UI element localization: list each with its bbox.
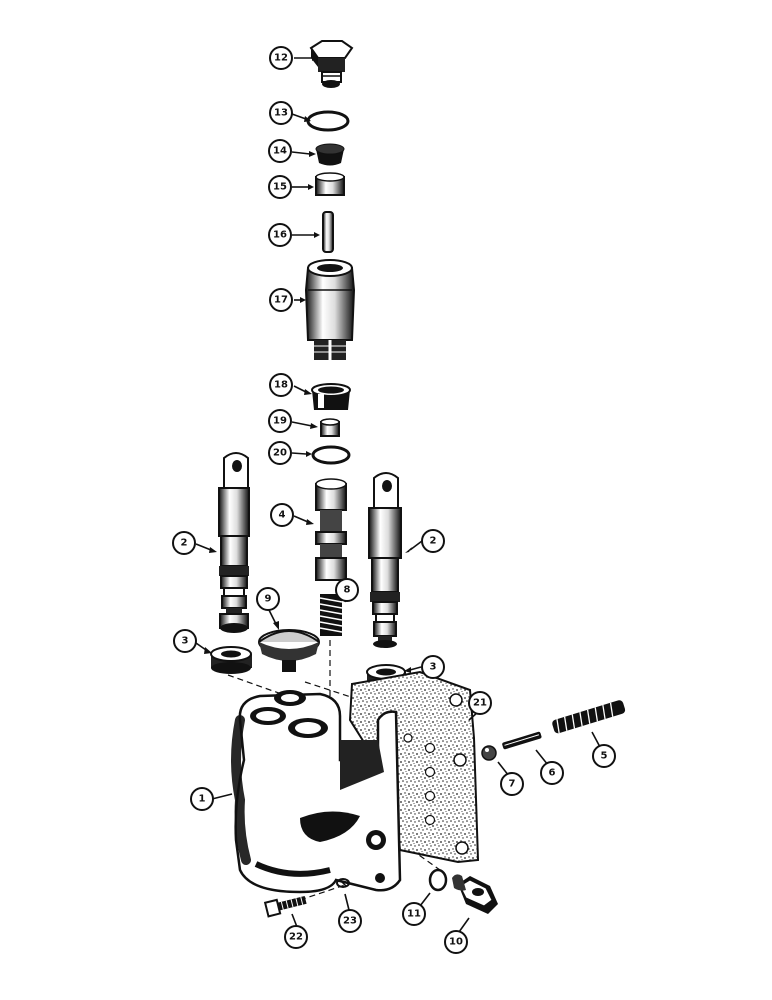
callout-label: 19	[273, 416, 287, 427]
valve-housing	[304, 259, 356, 360]
spacer	[315, 172, 345, 196]
main-valve-body	[231, 690, 402, 894]
callout-13: 13	[269, 101, 293, 125]
hex-plug	[309, 40, 354, 88]
lock-washer	[336, 878, 350, 888]
callout-label: 3	[430, 662, 437, 673]
callout-label: 2	[181, 538, 188, 549]
callout-label: 10	[449, 937, 463, 948]
callout-label: 21	[473, 698, 487, 709]
spool	[315, 478, 347, 581]
small-rod	[502, 731, 542, 750]
callout-label: 7	[509, 779, 516, 790]
callout-12: 12	[269, 46, 293, 70]
plunger-left	[218, 452, 250, 633]
small-seat	[320, 418, 340, 437]
callout-3-right: 3	[421, 655, 445, 679]
callout-label: 9	[265, 594, 272, 605]
callout-16: 16	[268, 223, 292, 247]
callout-18: 18	[269, 373, 293, 397]
callout-5: 5	[592, 744, 616, 768]
leader-lines	[195, 55, 601, 933]
callout-22: 22	[284, 925, 308, 949]
callout-8: 8	[335, 578, 359, 602]
callout-14: 14	[268, 139, 292, 163]
callout-label: 2	[430, 536, 437, 547]
callout-label: 8	[344, 585, 351, 596]
callout-3-left: 3	[173, 629, 197, 653]
callout-label: 12	[274, 53, 288, 64]
callout-6: 6	[540, 761, 564, 785]
callout-1: 1	[190, 787, 214, 811]
callout-label: 18	[274, 380, 288, 391]
callout-label: 14	[273, 146, 287, 157]
fitting-o-ring	[428, 868, 448, 892]
callout-label: 13	[274, 108, 288, 119]
callout-19: 19	[268, 409, 292, 433]
callout-9: 9	[256, 587, 280, 611]
o-ring	[306, 110, 350, 132]
callout-20: 20	[268, 441, 292, 465]
callout-label: 16	[273, 230, 287, 241]
spring	[319, 594, 343, 636]
assembly-dash-bolt	[299, 884, 346, 901]
callout-label: 11	[407, 909, 421, 920]
relief-spring	[552, 700, 626, 734]
mounting-bolt	[263, 896, 307, 918]
plunger-right	[368, 472, 402, 648]
callout-label: 1	[199, 794, 206, 805]
callout-label: 4	[279, 510, 286, 521]
callout-10: 10	[444, 930, 468, 954]
callout-label: 3	[182, 636, 189, 647]
callout-label: 20	[273, 448, 287, 459]
sleeve-ring	[311, 383, 351, 410]
callout-15: 15	[268, 175, 292, 199]
callout-4: 4	[270, 503, 294, 527]
washer-left	[210, 646, 252, 674]
check-ball	[481, 745, 497, 761]
callout-11: 11	[402, 902, 426, 926]
o-ring-lower	[311, 445, 351, 465]
callout-label: 17	[274, 295, 288, 306]
callout-23: 23	[338, 909, 362, 933]
callout-label: 23	[343, 916, 357, 927]
pin	[322, 211, 334, 253]
cup-seal	[315, 143, 345, 166]
callout-2-left: 2	[172, 531, 196, 555]
callout-21: 21	[468, 691, 492, 715]
callout-17: 17	[269, 288, 293, 312]
hex-fitting	[452, 874, 498, 914]
callout-label: 5	[601, 751, 608, 762]
plug-cap	[258, 629, 320, 672]
callout-label: 22	[289, 932, 303, 943]
callout-label: 6	[549, 768, 556, 779]
callout-2-right: 2	[421, 529, 445, 553]
callout-label: 15	[273, 182, 287, 193]
callout-7: 7	[500, 772, 524, 796]
